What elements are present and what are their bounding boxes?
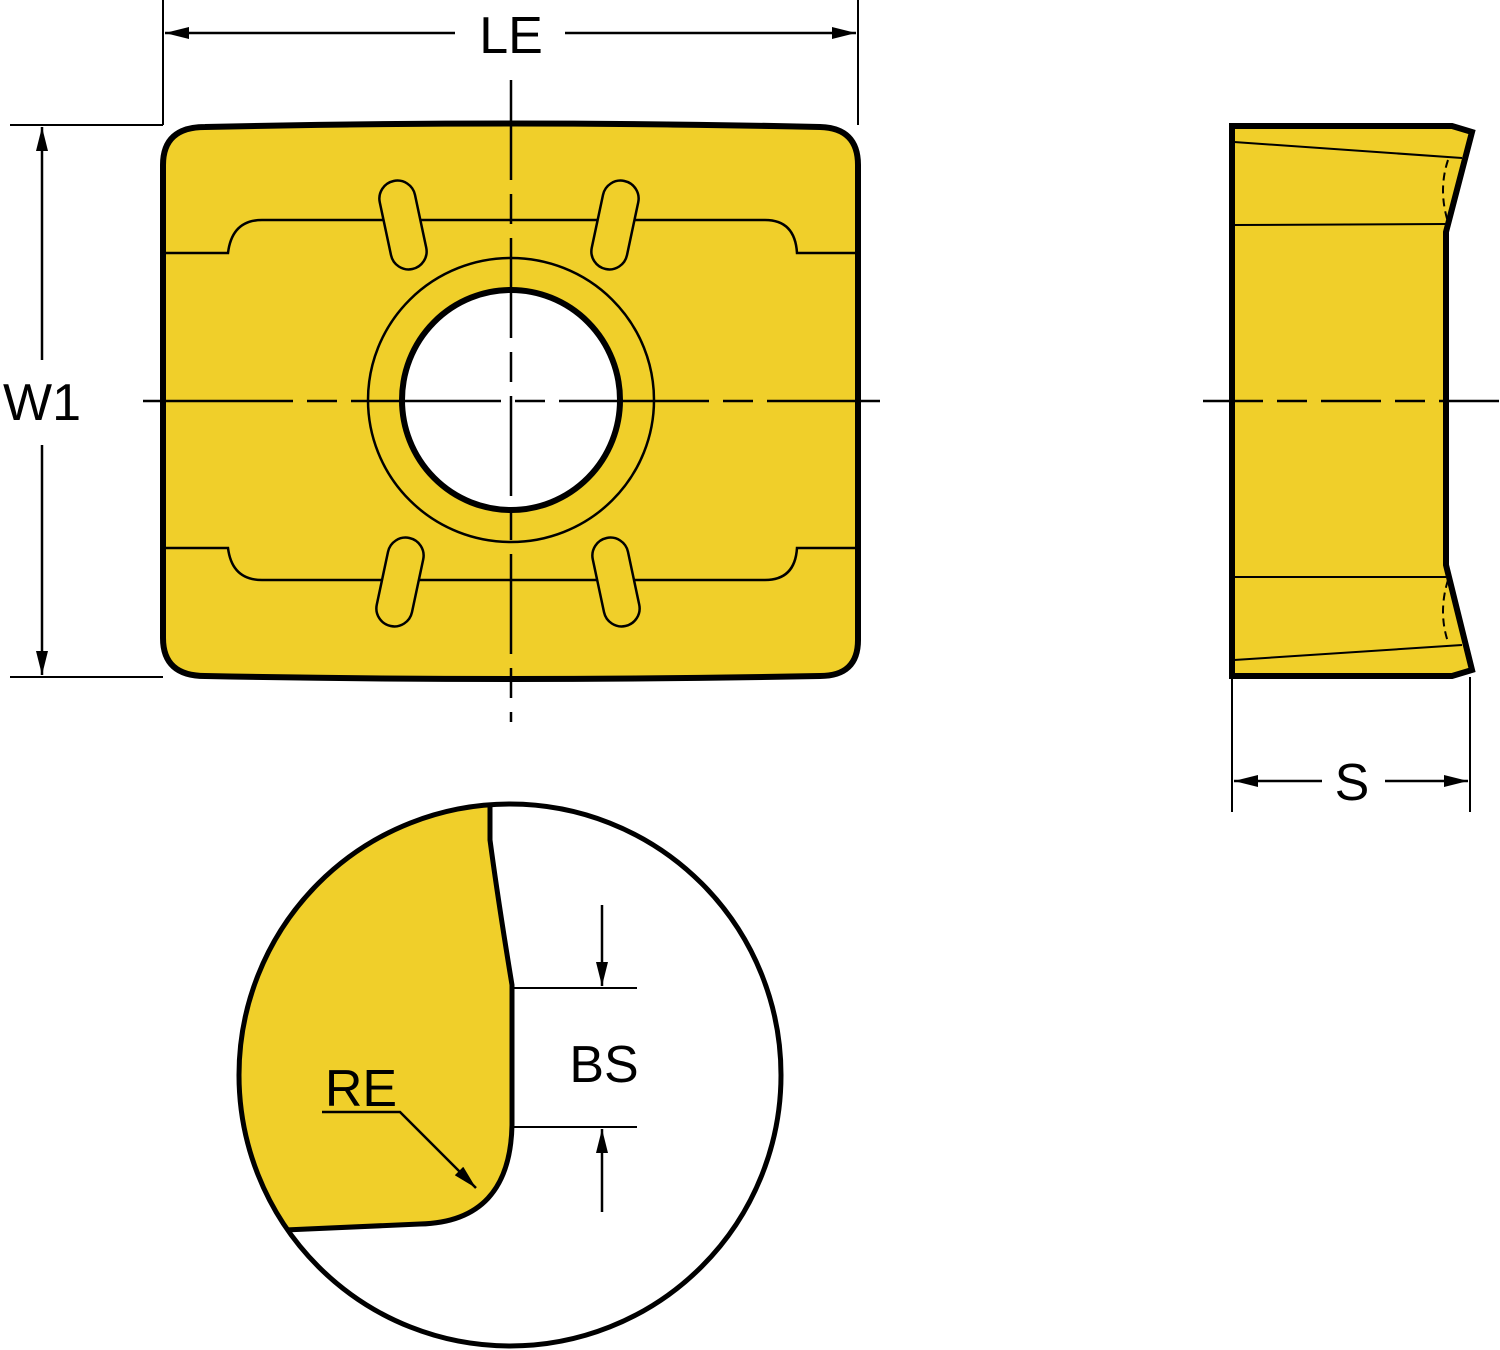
label-bs: BS bbox=[569, 1036, 638, 1094]
dimension-s: S bbox=[1231, 677, 1471, 812]
insert-side-view bbox=[1203, 123, 1500, 679]
corner-detail-view: BS RE bbox=[236, 801, 784, 1349]
label-w1: W1 bbox=[3, 374, 81, 432]
dimension-w1: W1 bbox=[3, 124, 163, 678]
slots bbox=[375, 179, 641, 628]
insert-top-view bbox=[143, 80, 880, 722]
dimension-le: LE bbox=[162, 0, 859, 125]
label-re: RE bbox=[325, 1060, 397, 1118]
label-s: S bbox=[1335, 754, 1370, 812]
label-le: LE bbox=[479, 7, 543, 65]
